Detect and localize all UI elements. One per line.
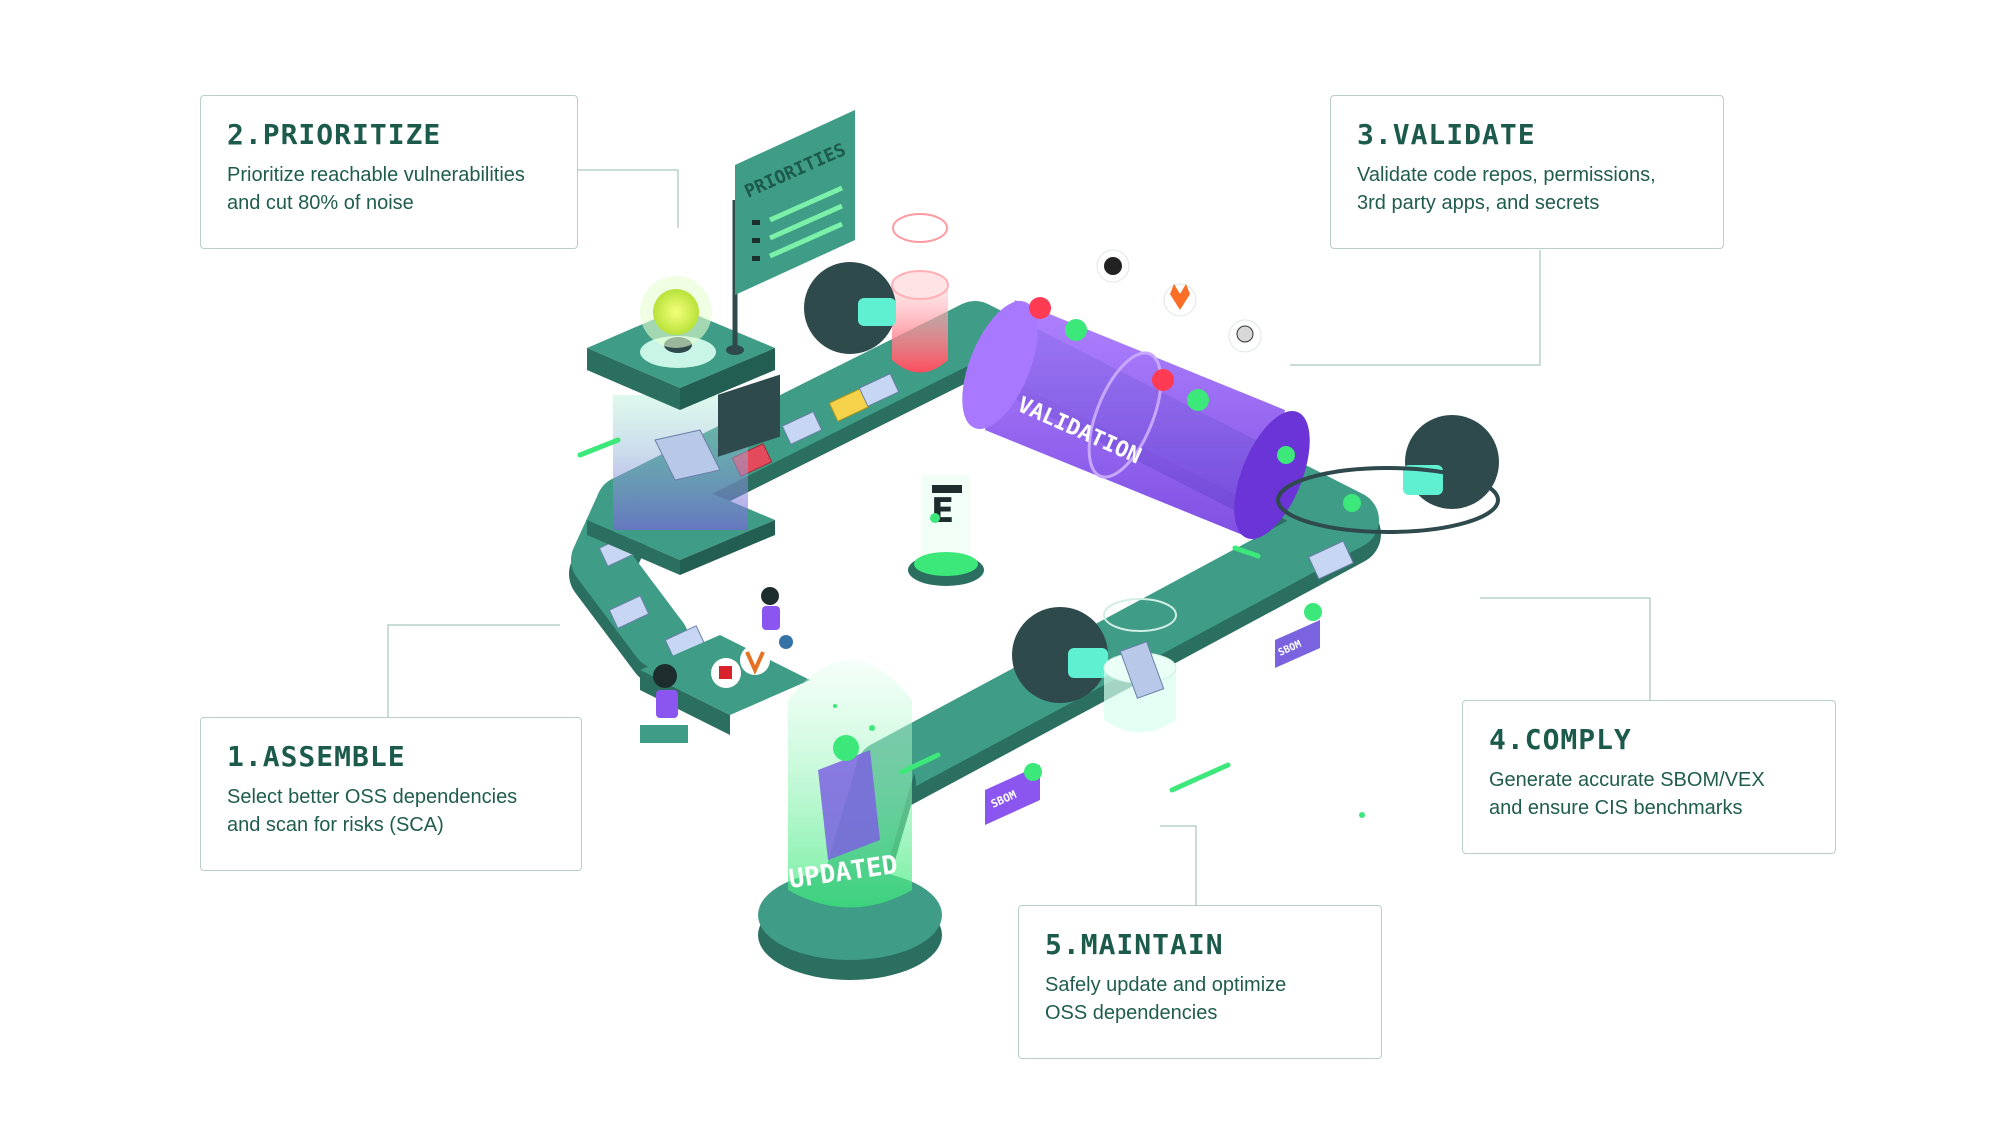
step-description-validate: Validate code repos, permissions, 3rd pa… (1357, 164, 1656, 214)
step-card-maintain: 5.MAINTAIN Safely update and optimize OS… (1018, 905, 1382, 1059)
step-title-comply: 4.COMPLY (1489, 723, 1632, 756)
step-description-comply: Generate accurate SBOM/VEX and ensure CI… (1489, 769, 1765, 819)
neon-streaks (577, 437, 1261, 793)
packages (598, 373, 1354, 659)
step-card-assemble: 1.ASSEMBLE Select better OSS dependencie… (200, 717, 582, 871)
prioritize-station: PRIORITIES (587, 110, 855, 575)
step-title-maintain: 5.MAINTAIN (1045, 928, 1224, 961)
right-scanner (1276, 415, 1500, 534)
comply-scanner (1012, 598, 1177, 733)
logo-pedestal: E (908, 475, 984, 586)
sbom-badges: SBOM SBOM (985, 446, 1361, 825)
red-scanner (804, 213, 949, 373)
step-card-validate: 3.VALIDATE Validate code repos, permissi… (1330, 95, 1724, 249)
repo-icons (1096, 249, 1262, 353)
assemble-station (640, 374, 810, 743)
updated-dome: UPDATED (758, 660, 942, 980)
step-title-assemble: 1.ASSEMBLE (227, 740, 406, 773)
step-card-comply: 4.COMPLY Generate accurate SBOM/VEX and … (1462, 700, 1836, 854)
step-card-prioritize: 2.PRIORITIZE Prioritize reachable vulner… (200, 95, 578, 249)
validation-tube: VALIDATION (962, 297, 1310, 540)
connector-lines (387, 169, 1651, 905)
step-description-prioritize: Prioritize reachable vulnerabilities and… (227, 164, 525, 214)
sparkles (833, 704, 1365, 818)
step-title-prioritize: 2.PRIORITIZE (227, 118, 442, 151)
step-description-assemble: Select better OSS dependencies and scan … (227, 786, 518, 836)
step-title-validate: 3.VALIDATE (1357, 118, 1536, 151)
logo-letter: E (931, 491, 954, 531)
step-description-maintain: Safely update and optimize OSS dependenc… (1045, 974, 1287, 1024)
